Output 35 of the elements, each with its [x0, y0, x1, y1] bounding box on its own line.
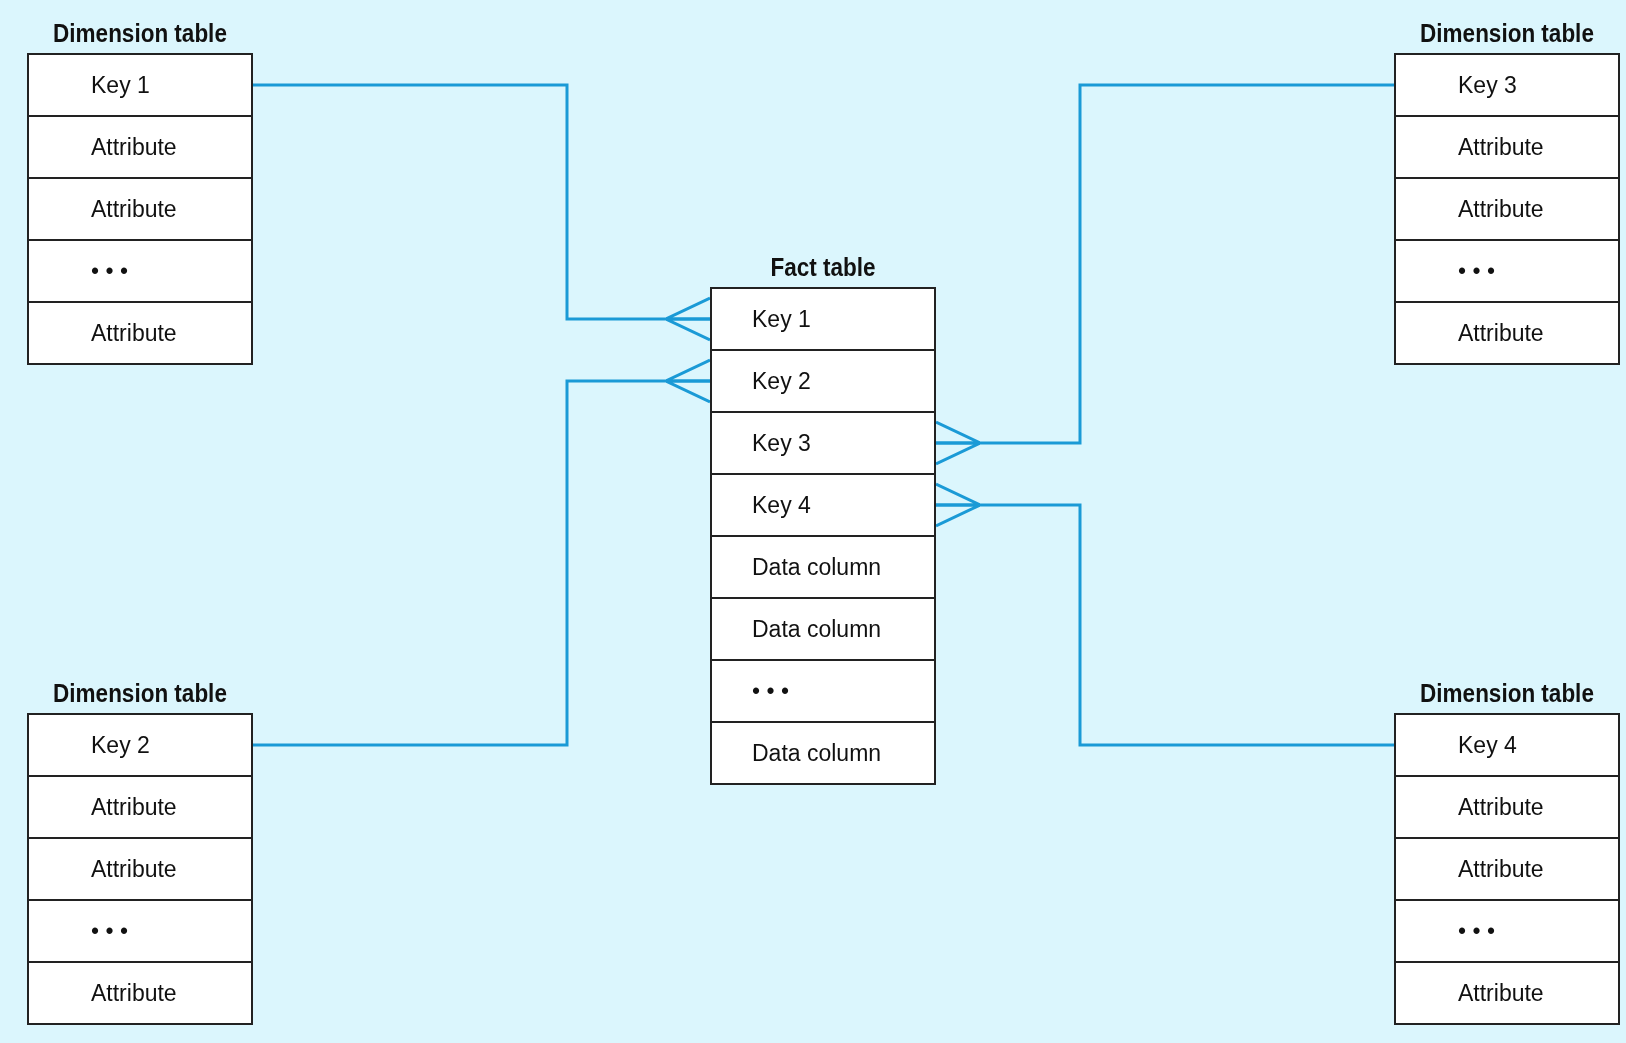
table-row: • • •: [27, 239, 253, 303]
table-row: Key 4: [1394, 713, 1620, 777]
table-row: Key 2: [27, 713, 253, 777]
table-title: Dimension table: [1419, 19, 1595, 48]
table-row: Key 1: [710, 287, 936, 351]
table-row: Attribute: [27, 837, 253, 901]
table-row: Data column: [710, 721, 936, 785]
table-row: Attribute: [1394, 961, 1620, 1025]
table-row: Key 3: [1394, 53, 1620, 117]
table-row: Attribute: [27, 177, 253, 241]
table-row: Attribute: [1394, 115, 1620, 179]
table-row: Data column: [710, 535, 936, 599]
table-title: Dimension table: [1419, 679, 1595, 708]
table-title: Dimension table: [52, 679, 228, 708]
table-row: Attribute: [1394, 301, 1620, 365]
table-row: Data column: [710, 597, 936, 661]
table-row: • • •: [1394, 899, 1620, 963]
table-title: Fact table: [769, 253, 877, 282]
table-row: • • •: [710, 659, 936, 723]
table-row: Key 2: [710, 349, 936, 413]
table-row: Attribute: [27, 301, 253, 365]
table-row: • • •: [27, 899, 253, 963]
table-row: Attribute: [1394, 177, 1620, 241]
table-title: Dimension table: [52, 19, 228, 48]
table-row: Attribute: [1394, 775, 1620, 839]
table-row: Attribute: [27, 115, 253, 179]
relationship-line: [253, 358, 712, 747]
table-row: Key 3: [710, 411, 936, 475]
table-row: Key 4: [710, 473, 936, 537]
relationship-line: [253, 83, 712, 342]
table-row: Attribute: [27, 775, 253, 839]
table-row: Key 1: [27, 53, 253, 117]
table-row: • • •: [1394, 239, 1620, 303]
table-row: Attribute: [1394, 837, 1620, 901]
table-row: Attribute: [27, 961, 253, 1025]
